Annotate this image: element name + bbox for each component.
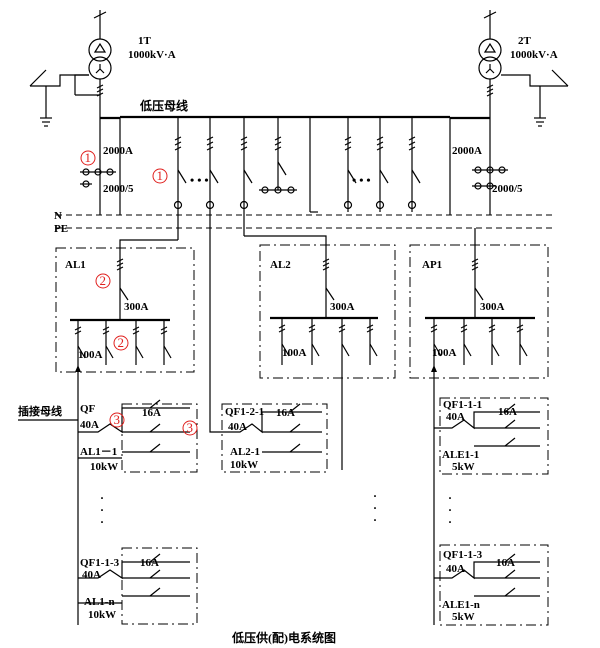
transformer-2t	[478, 10, 502, 80]
subboard-ale1-n-power: 5kW	[452, 611, 475, 623]
svg-text:·: ·	[448, 491, 452, 505]
incomer-right-breaker: 2000A	[452, 145, 482, 157]
marker-3-b-label: 3	[187, 420, 194, 435]
svg-text:·: ·	[448, 503, 452, 517]
panel-al1-branch: 100A	[78, 349, 103, 361]
subboard-al2-1-name: AL2-1	[230, 446, 260, 458]
svg-text:·: ·	[448, 515, 452, 529]
risers	[75, 365, 437, 625]
pe-label: PE	[54, 223, 68, 235]
panel-al1-main: 300A	[124, 301, 149, 313]
marker-3-a-label: 3	[114, 412, 121, 427]
n-label: N	[54, 210, 62, 222]
incomer-left	[96, 79, 121, 215]
t1-rating: 1000kV·A	[128, 49, 176, 61]
subboard-al1-n-rating: 40A	[82, 569, 101, 581]
marker-1-left	[80, 150, 96, 166]
subboard-ale1-1-branch: 16A	[498, 406, 517, 418]
svg-text:·: ·	[100, 491, 104, 505]
panel-al1	[55, 247, 195, 373]
panel-ap1-branch: 100A	[432, 347, 457, 359]
subboard-al2-1-power: 10kW	[230, 459, 258, 471]
ct-symbols-left	[80, 168, 116, 188]
subboard-al1-n	[121, 547, 198, 625]
marker-2-branch	[113, 335, 129, 351]
marker-2-main	[95, 273, 111, 289]
svg-text:·: ·	[100, 503, 104, 517]
svg-text:·: ·	[373, 513, 377, 527]
subboard-ale1-1-rating: 40A	[446, 411, 465, 423]
t1-name: 1T	[138, 35, 152, 47]
panel-ap1-main: 300A	[480, 301, 505, 313]
incomer-left-breaker: 2000A	[103, 145, 133, 157]
subboard-al1-1-branch: 16A	[142, 407, 161, 419]
marker-3-a	[109, 412, 125, 428]
marker-1-left-label: 1	[85, 150, 92, 165]
marker-3-b	[182, 420, 198, 436]
subboard-al2-1-branch: 16A	[276, 407, 295, 419]
subboard-al1-n-name: AL1-n	[84, 596, 115, 608]
t2-rating: 1000kV·A	[510, 49, 558, 61]
busbar-label: 低压母线	[139, 98, 188, 113]
marker-2-main-label: 2	[100, 273, 107, 288]
subboard-al1-1-qf: QF	[80, 403, 96, 415]
subboard-ale1-n-name: ALE1-n	[442, 599, 480, 611]
incomer-right-ct: 2000/5	[492, 183, 523, 195]
panel-ap1	[409, 244, 549, 379]
subboard-al1-n-power: 10kW	[88, 609, 116, 621]
subboard-al1-1-rating: 40A	[80, 419, 99, 431]
subboard-al1-1-name: AL1－1	[80, 446, 117, 458]
panel-al2-name: AL2	[270, 259, 291, 271]
transformer-1t	[88, 10, 112, 80]
svg-text:• • •: • • •	[352, 173, 371, 187]
ground-right	[501, 69, 569, 127]
panel-al1-name: AL1	[65, 259, 86, 271]
subboard-ale1-1-power: 5kW	[452, 461, 475, 473]
subboard-al1-1-power: 10kW	[90, 461, 118, 473]
subboard-ale1-n	[439, 544, 549, 626]
svg-text:·: ·	[373, 501, 377, 515]
svg-text:·: ·	[373, 489, 377, 503]
t2-name: 2T	[518, 35, 532, 47]
subboard-al1-n-branch: 16A	[140, 557, 159, 569]
subboard-ale1-1-name: ALE1-1	[442, 449, 479, 461]
plug-busbar-label: 插接母线	[18, 404, 62, 418]
marker-2-branch-label: 2	[118, 335, 125, 350]
subboard-ale1-n-qf: QF1-1-3	[443, 549, 483, 561]
subboard-al1-n-qf: QF1-1-3	[80, 557, 120, 569]
subboard-al1-1	[121, 403, 198, 473]
busbar-feeders: • • • • • •	[173, 117, 421, 398]
panel-al2-main: 300A	[330, 301, 355, 313]
subboard-ale1-1-qf: QF1-1-1	[443, 399, 482, 411]
marker-1-feeder-label: 1	[157, 168, 164, 183]
panel-ap1-name: AP1	[422, 259, 442, 271]
subboard-ale1-1	[439, 397, 549, 475]
subboard-al2-1-rating: 40A	[228, 421, 247, 433]
incomer-left-ct: 2000/5	[103, 183, 134, 195]
panel-al2-branch: 100A	[282, 347, 307, 359]
incomer-right	[449, 79, 494, 215]
svg-text:·: ·	[100, 515, 104, 529]
subboard-al2-1-qf: QF1-2-1	[225, 406, 264, 418]
marker-1-feeder	[152, 168, 168, 184]
diagram-title: 低压供(配)电系统图	[231, 630, 336, 645]
subboard-ale1-n-branch: 16A	[496, 557, 515, 569]
ground-left	[29, 69, 100, 127]
svg-text:• • •: • • •	[190, 173, 209, 187]
subboard-ale1-n-rating: 40A	[446, 563, 465, 575]
subboard-al2-1	[221, 403, 328, 473]
panel-al2	[259, 244, 396, 379]
ct-symbols-right	[472, 166, 508, 190]
